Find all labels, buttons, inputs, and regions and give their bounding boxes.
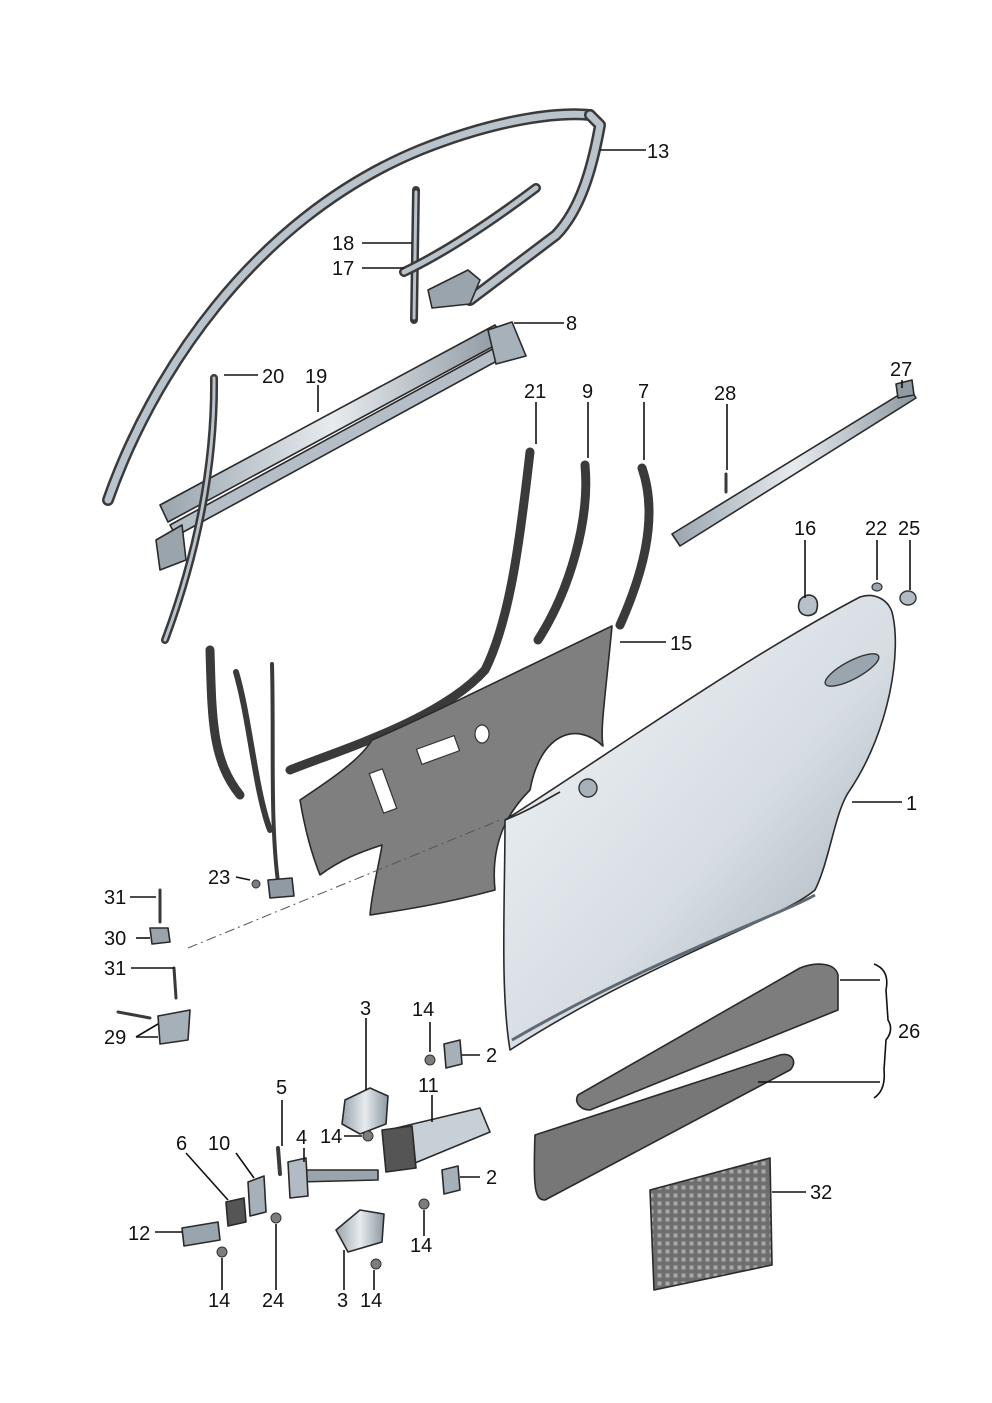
door-seal-long [285, 447, 535, 775]
outer-window-strip [671, 379, 917, 547]
callout-2a: 2 [486, 1045, 497, 1067]
callout-5: 5 [276, 1077, 287, 1099]
callout-20: 20 [262, 366, 284, 388]
window-frame-trim [102, 108, 606, 506]
callout-30: 30 [104, 928, 126, 950]
callout-14b: 14 [320, 1126, 342, 1148]
upper-hinge [341, 1087, 389, 1135]
callout-27: 27 [890, 359, 912, 381]
callout-4: 4 [296, 1127, 307, 1149]
lower-hinge [335, 1209, 385, 1253]
callout-9: 9 [582, 381, 593, 403]
callout-19: 19 [305, 366, 327, 388]
grommet-25 [899, 590, 917, 606]
callout-3a: 3 [360, 998, 371, 1020]
callout-12: 12 [128, 1223, 150, 1245]
window-sill-strip [155, 321, 527, 571]
lower-seal-pieces [205, 645, 295, 899]
sound-deadening-pads [533, 963, 839, 1201]
bracket-assembly [116, 819, 501, 1045]
door-check-strap [287, 1107, 491, 1199]
callout-22: 22 [865, 518, 887, 540]
callout-6: 6 [176, 1133, 187, 1155]
a-pillar-seal [161, 374, 219, 644]
door-seal-curved-7 [615, 463, 654, 630]
callout-31b: 31 [104, 958, 126, 980]
callouts: 13 18 17 8 20 19 21 9 7 28 27 16 22 25 1… [104, 141, 920, 1312]
leader-lines [130, 149, 911, 1290]
callout-15: 15 [670, 633, 692, 655]
callout-14a: 14 [412, 999, 434, 1021]
callout-28: 28 [714, 383, 736, 405]
callout-8: 8 [566, 313, 577, 335]
callout-29: 29 [104, 1027, 126, 1049]
callout-11: 11 [418, 1075, 439, 1097]
callout-7: 7 [638, 381, 649, 403]
callout-2b: 2 [486, 1167, 497, 1189]
callout-3b: 3 [337, 1290, 348, 1312]
window-guide-rail [399, 183, 541, 277]
callout-26: 26 [898, 1021, 920, 1043]
callout-10: 10 [208, 1133, 230, 1155]
vertical-seal-strip [410, 186, 420, 324]
lock-striker-parts [181, 1146, 282, 1247]
callout-23: 23 [208, 867, 230, 889]
callout-32: 32 [810, 1182, 832, 1204]
callout-18: 18 [332, 233, 354, 255]
callout-14c: 14 [410, 1235, 432, 1257]
callout-14e: 14 [360, 1290, 382, 1312]
callout-31a: 31 [104, 887, 126, 909]
callout-21: 21 [524, 381, 546, 403]
door-insulation-panel [299, 625, 613, 916]
fastener-23 [251, 879, 261, 889]
plug-22 [871, 582, 883, 592]
door-shell [502, 594, 897, 1051]
plates-2 [441, 1039, 463, 1195]
bolts [216, 1054, 436, 1270]
mesh-panel [649, 1157, 773, 1291]
callout-17: 17 [332, 258, 354, 280]
callout-25: 25 [898, 518, 920, 540]
callout-24: 24 [262, 1290, 284, 1312]
door-seal-curved-9 [533, 460, 591, 645]
callout-1: 1 [906, 793, 917, 815]
callout-16: 16 [794, 518, 816, 540]
callout-13: 13 [647, 141, 669, 163]
callout-14d: 14 [208, 1290, 230, 1312]
